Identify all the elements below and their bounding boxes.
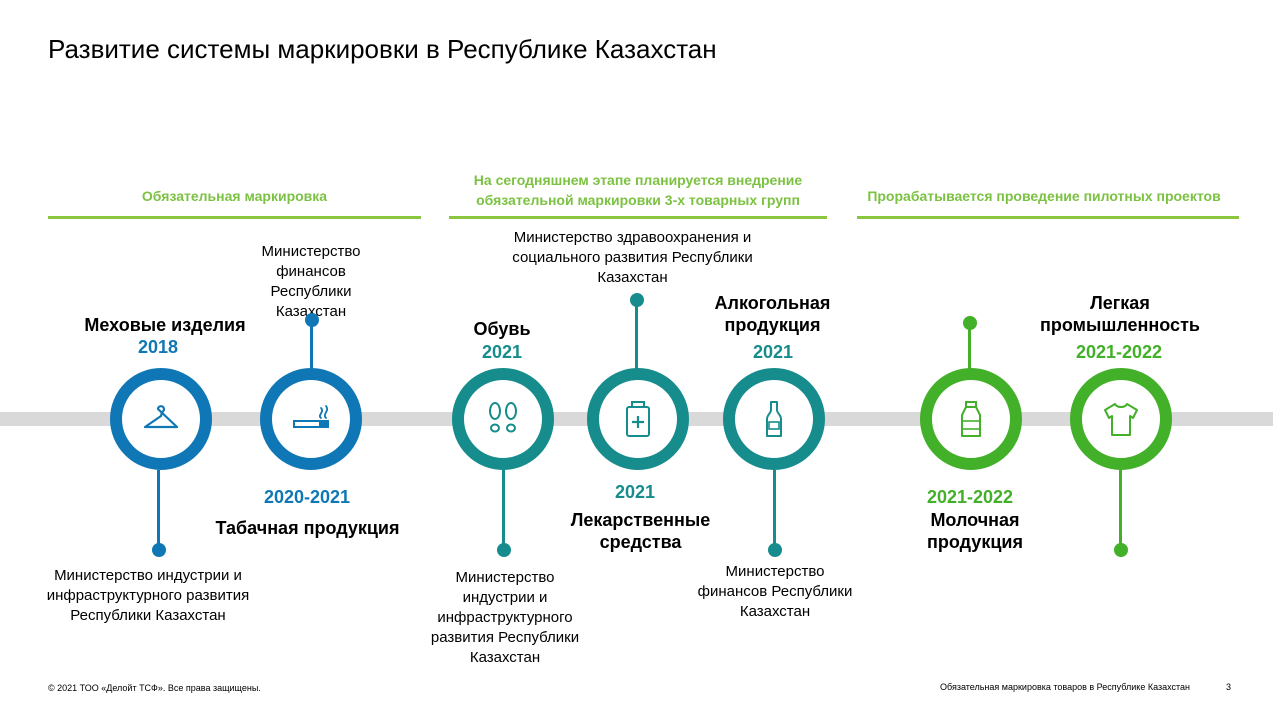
- milk-bottle-icon: [961, 401, 981, 437]
- tobacco-label: Табачная продукция: [215, 518, 400, 538]
- fur-connector: [157, 470, 160, 550]
- alcohol-ministry: Министерство финансов Республики Казахст…: [697, 563, 853, 620]
- shoes-year: 2021: [481, 342, 523, 362]
- dairy-label: Молочная продукция: [927, 510, 1023, 552]
- medicine-ministry: Министерство здравоохранения и социально…: [512, 229, 753, 286]
- section-mandatory-line: [48, 216, 421, 219]
- dairy-year: 2021-2022: [926, 487, 1014, 507]
- alcohol-dot: [768, 543, 782, 557]
- section-pilot-line: [857, 216, 1239, 219]
- medicine-label: Лекарственные средства: [570, 510, 711, 552]
- shoes-ministry: Министерство индустрии и инфраструктурно…: [430, 569, 580, 666]
- fur-ring: [110, 368, 212, 470]
- footer-doc-title: Обязательная маркировка товаров в Респуб…: [940, 682, 1191, 692]
- tobacco-ring: [260, 368, 362, 470]
- fur-dot: [152, 543, 166, 557]
- footprints-icon: [489, 402, 517, 433]
- light-industry-dot: [1114, 543, 1128, 557]
- light-industry-ring: [1070, 368, 1172, 470]
- section-pilot-title: Прорабатывается проведение пилотных прое…: [867, 188, 1221, 204]
- section-planned-title: На сегодняшнем этапе планируется внедрен…: [473, 172, 803, 208]
- shoes-ring: [452, 368, 554, 470]
- fur-label: Меховые изделия: [84, 315, 246, 335]
- medicine-connector: [635, 300, 638, 370]
- alcohol-ring: [723, 368, 825, 470]
- shoes-connector: [502, 470, 505, 550]
- alcohol-connector: [773, 470, 776, 550]
- dairy-ring: [920, 368, 1022, 470]
- dairy-connector: [968, 323, 971, 370]
- shoes-dot: [497, 543, 511, 557]
- medicine-ring: [587, 368, 689, 470]
- fur-ministry: Министерство индустрии и инфраструктурно…: [46, 567, 250, 624]
- alcohol-label: Алкогольная продукция: [714, 293, 831, 335]
- tobacco-connector: [310, 320, 313, 370]
- bottle-icon: [766, 401, 782, 437]
- footer-page-number: 3: [1226, 682, 1232, 692]
- medicine-jar-icon: [626, 401, 650, 437]
- shoes-label: Обувь: [473, 319, 531, 339]
- cigarette-icon: [293, 405, 329, 428]
- page-title: Развитие системы маркировки в Республике…: [48, 34, 717, 64]
- tshirt-icon: [1104, 403, 1138, 436]
- section-planned-line: [449, 216, 827, 219]
- tobacco-year: 2020-2021: [263, 487, 351, 507]
- tobacco-ministry: Министерство финансов Республики Казахст…: [261, 243, 361, 320]
- medicine-year: 2021: [614, 482, 656, 502]
- hanger-icon: [143, 405, 179, 429]
- footer-copyright: © 2021 ТОО «Делойт ТСФ». Все права защищ…: [48, 683, 261, 693]
- light-industry-connector: [1119, 470, 1122, 550]
- light-industry-label: Легкая промышленность: [1040, 293, 1200, 335]
- section-mandatory-title: Обязательная маркировка: [141, 188, 328, 204]
- alcohol-year: 2021: [752, 342, 794, 362]
- light-industry-year: 2021-2022: [1075, 342, 1163, 362]
- fur-year: 2018: [137, 337, 179, 357]
